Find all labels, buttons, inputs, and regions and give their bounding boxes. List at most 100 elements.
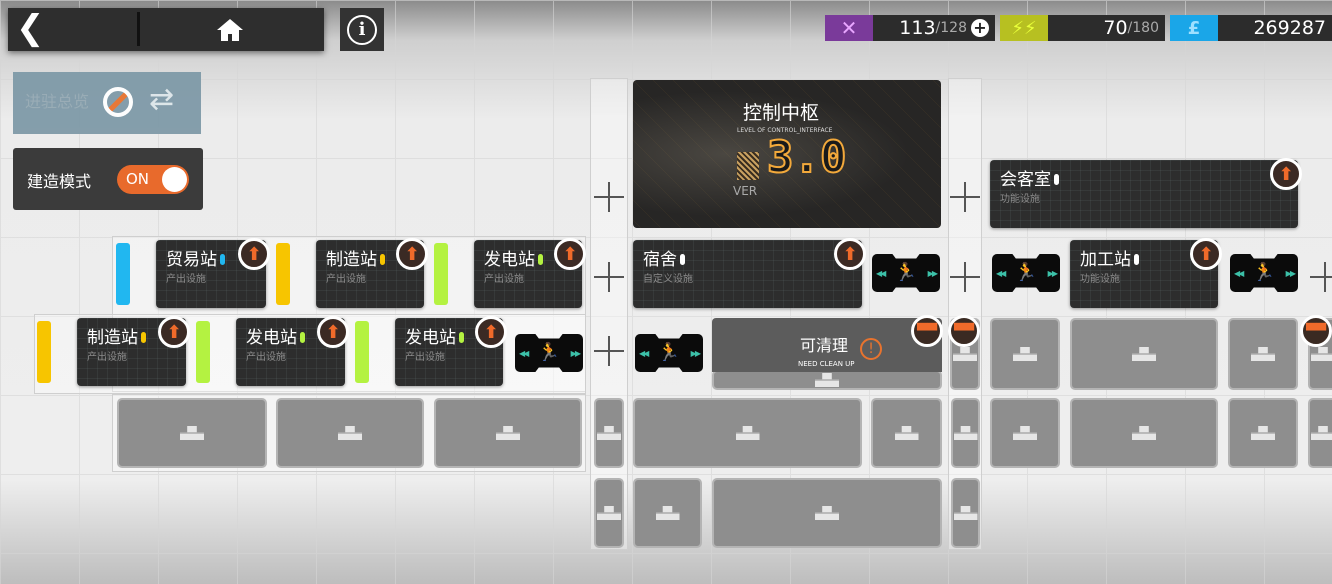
drones-max: /128: [935, 20, 967, 36]
gold-bars-icon: [1311, 426, 1332, 440]
gold-bars-icon: [338, 426, 362, 440]
arrow-up-icon: ⬆: [483, 321, 499, 343]
empty-slot[interactable]: [117, 398, 267, 468]
empty-slot[interactable]: [276, 398, 424, 468]
room-3[interactable]: 发电站产出设施⬆: [434, 238, 586, 308]
left-arrows-icon: ◀◀: [639, 348, 649, 358]
room-5[interactable]: 加工站功能设施⬆: [1070, 238, 1222, 308]
running-man-icon: 🏃: [894, 262, 918, 283]
arrow-up-icon: ⬆: [404, 243, 420, 265]
corridor[interactable]: ◀◀🏃▶▶: [635, 334, 703, 372]
power-current: 70: [1103, 17, 1128, 39]
upgrade-button[interactable]: ⬆: [554, 238, 586, 270]
room-8[interactable]: 发电站产出设施 ⬆: [355, 316, 507, 386]
room-6[interactable]: 制造站产出设施⬆: [37, 316, 190, 386]
empty-slot[interactable]: [594, 398, 624, 468]
empty-slot[interactable]: [712, 478, 942, 548]
empty-slot[interactable]: [633, 478, 702, 548]
empty-slot[interactable]: [1308, 398, 1332, 468]
empty-slot[interactable]: [951, 478, 980, 548]
drone-counter[interactable]: ✕ 113/128 +: [825, 15, 995, 41]
right-arrows-icon: ▶▶: [1047, 268, 1058, 278]
upgrade-button[interactable]: ⬆: [238, 238, 270, 270]
upgrade-button[interactable]: ⬆: [475, 316, 507, 348]
gold-bars-icon: [597, 506, 621, 520]
clean-up-room[interactable]: 可清理 NEED CLEAN UP !: [712, 318, 942, 372]
empty-slot[interactable]: [951, 398, 980, 468]
right-arrows-icon: ▶▶: [570, 348, 581, 358]
hatch-decoration: [737, 152, 759, 180]
build-mode-toggle[interactable]: ON: [117, 165, 189, 194]
room-1[interactable]: 贸易站产出设施⬆: [116, 238, 270, 308]
control-center-room[interactable]: 控制中枢 LEVEL OF CONTROL_INTERFACE VER 3.0: [633, 80, 941, 228]
room-9[interactable]: 会客室功能设施⬆: [990, 158, 1302, 228]
left-arrows-icon: ◀◀: [519, 348, 529, 358]
empty-slot[interactable]: [594, 478, 624, 548]
collect-gold-button[interactable]: ▀▀: [1300, 315, 1332, 347]
empty-slot[interactable]: [990, 398, 1060, 468]
gold-bars-icon: [815, 506, 839, 520]
room-name: 发电站: [246, 328, 305, 348]
left-arrows-icon: ◀◀: [996, 268, 1006, 278]
lmd-amount: 269287: [1253, 17, 1326, 39]
empty-slot[interactable]: [712, 370, 942, 390]
gold-bars-icon: [1132, 347, 1156, 361]
collect-gold-button[interactable]: ▀▀: [948, 315, 980, 347]
crosshair-marker: [594, 262, 624, 292]
gold-bars-icon: [894, 426, 919, 440]
room-name-text: 发电站: [484, 250, 535, 270]
corridor[interactable]: ◀◀🏃▶▶: [872, 254, 940, 292]
room-name: 会客室: [1000, 170, 1059, 190]
empty-slot[interactable]: [1228, 398, 1298, 468]
upgrade-button[interactable]: ⬆: [834, 238, 866, 270]
room-type-bar: [37, 321, 51, 383]
running-man-icon: 🏃: [1014, 262, 1038, 283]
room-2[interactable]: 制造站产出设施⬆: [276, 238, 428, 308]
add-drone-button[interactable]: +: [971, 19, 989, 37]
room-name-text: 发电站: [405, 328, 456, 348]
upgrade-button[interactable]: ⬆: [158, 316, 190, 348]
gold-bars-icon: [735, 426, 760, 440]
room-4[interactable]: 宿舍自定义设施⬆: [633, 238, 866, 308]
upgrade-button[interactable]: ⬆: [317, 316, 349, 348]
empty-slot[interactable]: [633, 398, 862, 468]
room-7[interactable]: 发电站产出设施⬆: [196, 316, 349, 386]
gold-bars-icon: [180, 426, 204, 440]
room-type-bar: [355, 321, 369, 383]
gold-bars-icon: ▀▀: [917, 323, 937, 339]
home-button[interactable]: [180, 8, 280, 51]
empty-slot[interactable]: [1070, 318, 1218, 390]
gold-bars-icon: [953, 506, 978, 520]
upgrade-button[interactable]: ⬆: [1270, 158, 1302, 190]
empty-slot[interactable]: [871, 398, 942, 468]
drones-current: 113: [899, 17, 936, 39]
empty-slot[interactable]: [990, 318, 1060, 390]
empty-slot[interactable]: [434, 398, 582, 468]
right-arrows-icon: ▶▶: [927, 268, 938, 278]
assign-overview-button[interactable]: 进驻总览 ⇄: [13, 72, 201, 134]
gold-bars-icon: [815, 373, 839, 387]
room-name: 加工站: [1080, 250, 1139, 270]
empty-slot[interactable]: [1228, 318, 1298, 390]
crosshair-marker: [1310, 262, 1332, 292]
info-button[interactable]: i: [340, 8, 384, 51]
corridor[interactable]: ◀◀ 🏃 ▶▶: [992, 254, 1060, 292]
lmd-counter: £ 269287: [1170, 15, 1332, 41]
back-button[interactable]: ❮: [16, 8, 56, 51]
room-indicator: [680, 254, 685, 265]
home-icon: [217, 18, 243, 41]
room-name-text: 宿舍: [643, 250, 677, 270]
gold-bars-icon: [1013, 347, 1037, 361]
room-type-bar: [434, 243, 448, 305]
corridor[interactable]: ◀◀🏃▶▶: [515, 334, 583, 372]
gold-bars-icon: ▀▀: [954, 323, 974, 339]
room-subtitle: 产出设施: [405, 352, 445, 363]
gold-bars-icon: [1013, 426, 1037, 440]
empty-slot[interactable]: [1070, 398, 1218, 468]
upgrade-button[interactable]: ⬆: [396, 238, 428, 270]
lmd-icon: £: [1170, 15, 1218, 41]
corridor[interactable]: ◀◀🏃▶▶: [1230, 254, 1298, 292]
upgrade-button[interactable]: ⬆: [1190, 238, 1222, 270]
room-name-text: 制造站: [87, 328, 138, 348]
collect-gold-button[interactable]: ▀▀: [911, 315, 943, 347]
